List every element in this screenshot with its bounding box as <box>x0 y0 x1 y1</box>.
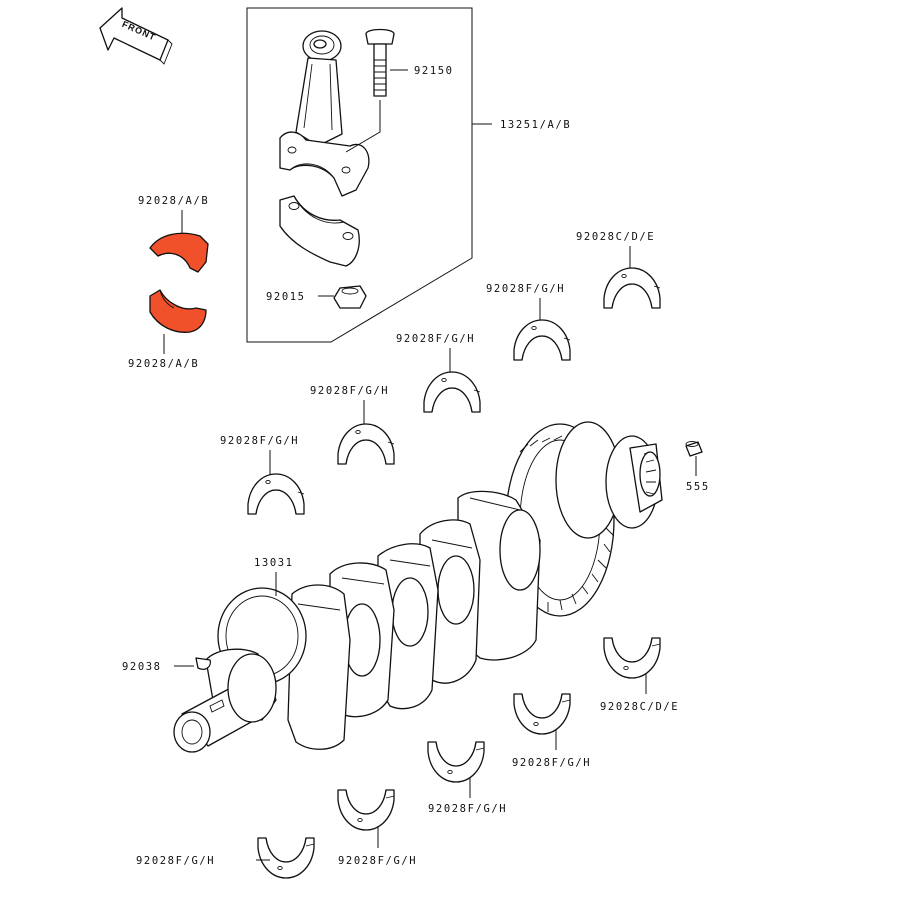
bearing-92028fgh-3: 92028F/G/H <box>310 385 395 465</box>
front-arrow-icon: FRONT <box>99 7 173 65</box>
part-label-92028fgh-4: 92028F/G/H <box>220 435 299 447</box>
connecting-rod <box>279 30 370 197</box>
bearing-92028fgh-1: 92028F/G/H <box>486 283 571 361</box>
crankshaft <box>173 421 663 753</box>
part-label-555: 555 <box>686 481 710 493</box>
bearing-92028fgh-8: 92028F/G/H <box>136 837 315 879</box>
connecting-rod-cap <box>279 195 360 267</box>
bearing-92028cde-bottom: 92028C/D/E <box>600 637 679 713</box>
part-label-92028fgh-1: 92028F/G/H <box>486 283 565 295</box>
part-label-92028fgh-6: 92028F/G/H <box>428 803 507 815</box>
part-label-13031: 13031 <box>254 557 294 569</box>
bearing-92028fgh-2: 92028F/G/H <box>396 333 481 413</box>
connecting-rod-assembly-box: 13251/A/B <box>246 7 571 343</box>
bearing-92028fgh-4: 92028F/G/H <box>220 435 305 515</box>
bearing-92028cde-top: 92028C/D/E <box>576 231 661 309</box>
part-label-92028fgh-2: 92028F/G/H <box>396 333 475 345</box>
crankshaft-label: 13031 <box>254 557 294 596</box>
part-label-92028cde-top: 92028C/D/E <box>576 231 655 243</box>
dowel-pin: 555 <box>685 441 710 493</box>
part-label-92028fgh-7: 92028F/G/H <box>338 855 417 867</box>
part-label-92028cde-bottom: 92028C/D/E <box>600 701 679 713</box>
part-label-92028fgh-8: 92028F/G/H <box>136 855 215 867</box>
part-label-92028fgh-3: 92028F/G/H <box>310 385 389 397</box>
part-label-92015: 92015 <box>266 291 306 303</box>
part-label-92150: 92150 <box>414 65 454 77</box>
highlighted-bearing-pair: 92028/A/B 92028/A/B <box>128 195 209 370</box>
part-label-92038: 92038 <box>122 661 162 673</box>
bearing-92028fgh-7: 92028F/G/H <box>337 789 417 867</box>
part-label-13251: 13251/A/B <box>500 119 571 131</box>
part-label-92028ab-bottom: 92028/A/B <box>128 358 199 370</box>
rod-nut: 92015 <box>266 285 367 309</box>
rod-bolt: 92150 <box>345 28 454 153</box>
part-label-92028fgh-5: 92028F/G/H <box>512 757 591 769</box>
part-label-92028ab-top: 92028/A/B <box>138 195 209 207</box>
woodruff-key: 92038 <box>122 657 212 673</box>
bearing-92028fgh-5: 92028F/G/H <box>512 693 591 769</box>
bearing-92028fgh-6: 92028F/G/H <box>427 741 507 815</box>
